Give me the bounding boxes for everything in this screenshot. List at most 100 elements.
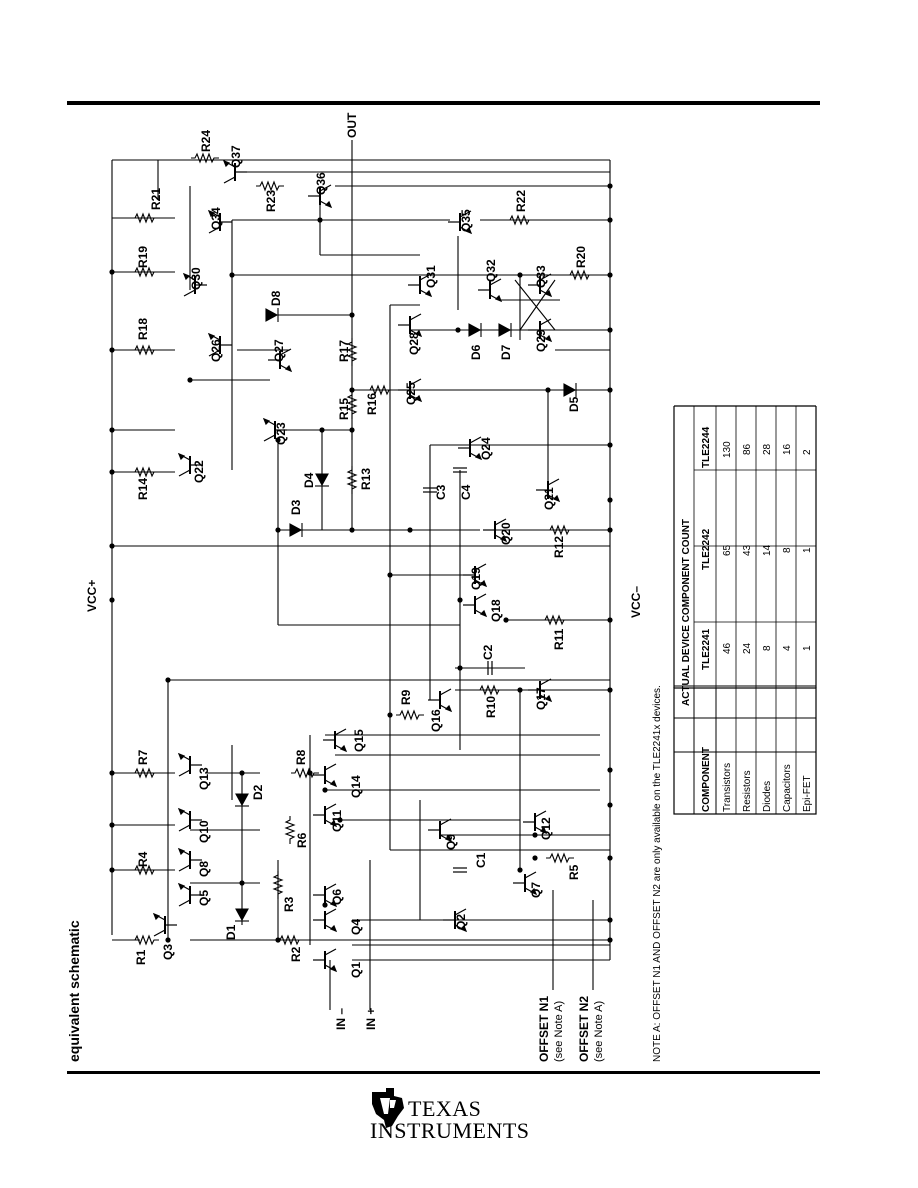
- label-d8: D8: [269, 290, 283, 306]
- pin-out: OUT: [345, 112, 359, 138]
- table-cell: 14: [762, 544, 773, 556]
- pin-offset-n2: OFFSET N2: [577, 996, 591, 1062]
- label-q25: Q25: [404, 382, 418, 405]
- label-d6: D6: [469, 344, 483, 360]
- brand-line-instruments: INSTRUMENTS: [370, 1118, 530, 1143]
- label-d3: D3: [289, 499, 303, 515]
- label-q32: Q32: [484, 259, 498, 282]
- label-q17: Q17: [534, 687, 548, 710]
- label-c4: C4: [459, 484, 473, 500]
- pin-offset-n1-note: (see Note A): [553, 1001, 565, 1062]
- label-r22: R22: [514, 190, 528, 212]
- label-q6: Q6: [330, 889, 344, 905]
- label-q22: Q22: [192, 460, 206, 483]
- label-q13: Q13: [197, 767, 211, 790]
- label-r4: R4: [136, 851, 150, 867]
- table-cell: Capacitors: [782, 764, 793, 812]
- table-header-tle2242: TLE2242: [701, 528, 712, 570]
- label-q8: Q8: [197, 861, 211, 877]
- label-d1: D1: [224, 924, 238, 940]
- label-r3: R3: [282, 896, 296, 912]
- label-r18: R18: [136, 318, 150, 340]
- label-r20: R20: [574, 246, 588, 268]
- label-q26: Q26: [209, 339, 223, 362]
- label-r17: R17: [337, 340, 351, 362]
- top-rule: [67, 101, 820, 105]
- label-r1: R1: [134, 949, 148, 965]
- label-r21: R21: [149, 188, 163, 210]
- table-cell: 28: [762, 443, 773, 455]
- label-q14: Q14: [349, 775, 363, 798]
- label-q3: Q3: [161, 944, 175, 960]
- label-r24: R24: [199, 130, 213, 152]
- label-q31: Q31: [424, 265, 438, 288]
- label-q20: Q20: [499, 522, 513, 545]
- pin-vcc-minus: VCC–: [629, 586, 643, 618]
- label-q27: Q27: [272, 339, 286, 362]
- label-r13: R13: [359, 468, 373, 490]
- table-cell: 16: [782, 443, 793, 455]
- note-a: NOTE A: OFFSET N1 AND OFFSET N2 are only…: [652, 685, 663, 1062]
- table-cell: Transistors: [722, 763, 733, 812]
- pin-vcc-plus: VCC+: [85, 580, 99, 612]
- label-c2: C2: [481, 644, 495, 660]
- label-q2: Q2: [454, 914, 468, 930]
- label-q7: Q7: [529, 882, 543, 898]
- ti-logo-icon: [372, 1088, 404, 1128]
- label-q21: Q21: [542, 487, 556, 510]
- junction-dots: [109, 183, 613, 943]
- table-cell: 24: [742, 642, 753, 654]
- table-cell: Resistors: [742, 770, 753, 812]
- label-q24: Q24: [479, 437, 493, 460]
- label-r2: R2: [289, 946, 303, 962]
- label-r7: R7: [136, 749, 150, 765]
- table-cell: 65: [722, 544, 733, 556]
- table-cell: 130: [722, 441, 733, 458]
- label-q36: Q36: [314, 172, 328, 195]
- label-q12: Q12: [539, 817, 553, 840]
- pin-offset-n2-note: (see Note A): [593, 1001, 605, 1062]
- label-d4: D4: [302, 472, 316, 488]
- table-cell: 2: [802, 449, 813, 455]
- label-r23: R23: [264, 190, 278, 212]
- table-cell: 8: [782, 547, 793, 553]
- label-r12: R12: [552, 536, 566, 558]
- pin-offset-n1: OFFSET N1: [537, 996, 551, 1062]
- label-d7: D7: [499, 344, 513, 360]
- label-r15: R15: [337, 398, 351, 420]
- capacitor-symbols: [422, 467, 493, 873]
- label-c3: C3: [434, 484, 448, 500]
- table-title: ACTUAL DEVICE COMPONENT COUNT: [681, 519, 692, 706]
- label-q4: Q4: [349, 919, 363, 935]
- component-count-table: ACTUAL DEVICE COMPONENT COUNT COMPONENT …: [673, 405, 817, 815]
- table-cell: 43: [742, 544, 753, 556]
- component-labels: Q3 R1 R2 Q1 Q4 Q2 D1 R3 Q5 Q6 Q7 R5 R4 Q…: [134, 130, 588, 978]
- table-cell: Epi-FET: [802, 775, 813, 812]
- label-q28: Q28: [407, 332, 421, 355]
- table-header-component: COMPONENT: [701, 747, 712, 812]
- label-r14: R14: [136, 478, 150, 500]
- pin-in-plus: IN +: [364, 1008, 378, 1030]
- label-q35: Q35: [459, 209, 473, 232]
- label-r9: R9: [399, 689, 413, 705]
- label-r16: R16: [365, 393, 379, 415]
- table-header-tle2241: TLE2241: [701, 628, 712, 670]
- label-q33: Q33: [534, 265, 548, 288]
- bottom-rule: [67, 1071, 820, 1074]
- label-q9: Q9: [444, 834, 458, 850]
- table-cell: 4: [782, 645, 793, 651]
- table-header-tle2244: TLE2244: [701, 426, 712, 468]
- label-r11: R11: [552, 628, 566, 650]
- label-q16: Q16: [429, 709, 443, 732]
- label-q1: Q1: [349, 962, 363, 978]
- table-cell: 1: [802, 547, 813, 553]
- label-c1: C1: [474, 852, 488, 868]
- pin-in-minus: IN –: [334, 1008, 348, 1030]
- table-cell: 1: [802, 645, 813, 651]
- label-q5: Q5: [197, 890, 211, 906]
- label-q11: Q11: [330, 810, 344, 832]
- label-q30: Q30: [189, 267, 203, 290]
- label-r19: R19: [136, 246, 150, 268]
- table-cell: 86: [742, 443, 753, 455]
